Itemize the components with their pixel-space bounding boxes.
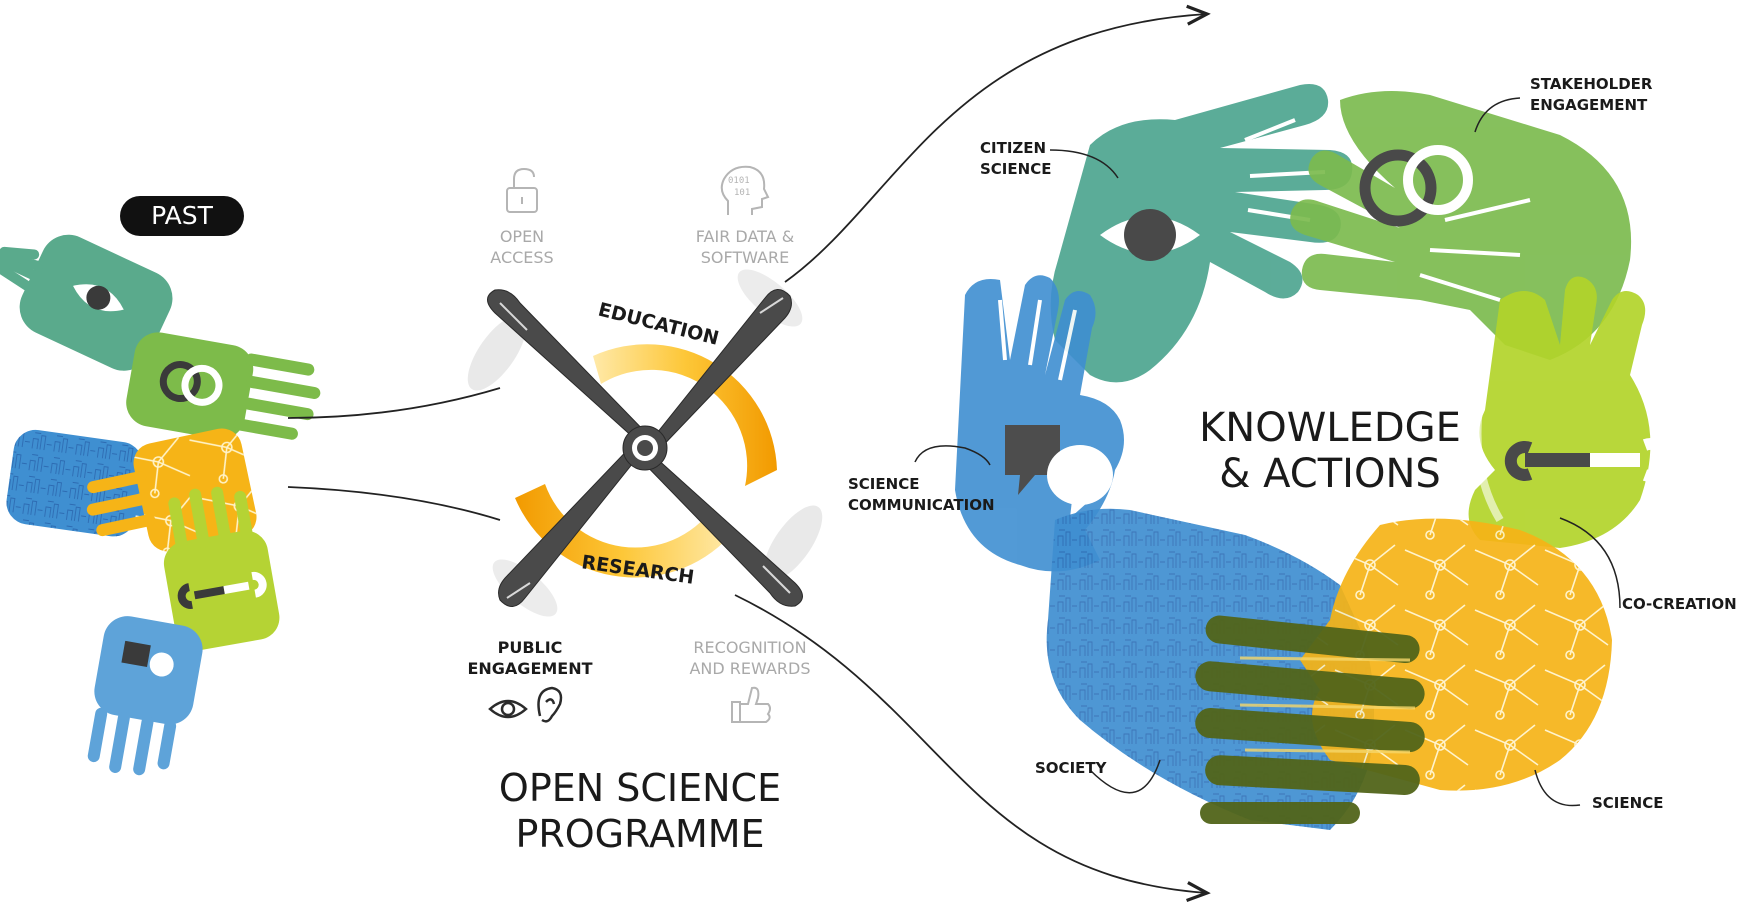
label-citizen-science: CITIZEN SCIENCE [980, 139, 1052, 178]
center-title: KNOWLEDGE & ACTIONS [1199, 405, 1461, 497]
connector-bottom [287, 486, 501, 521]
pillar-recognition: RECOGNITION AND REWARDS [689, 638, 811, 678]
svg-text:101: 101 [734, 188, 750, 198]
past-hand-stakeholder [126, 332, 321, 440]
hand-co-creation [1468, 276, 1673, 548]
hand-citizen-science [1050, 84, 1353, 383]
propeller: EDUCATION RESEARCH [467, 269, 823, 617]
arrow-bottom [734, 594, 1207, 893]
label-stakeholder: STAKEHOLDER ENGAGEMENT [1530, 75, 1653, 114]
handshake-overlap [1195, 615, 1425, 824]
head-binary-icon: 0101 101 [720, 165, 770, 215]
past-badge: PAST [120, 196, 244, 236]
research-band [515, 484, 730, 578]
unlock-icon [506, 167, 538, 213]
arrow-top [784, 14, 1207, 283]
ear-icon [537, 686, 563, 723]
hands-circle [955, 84, 1673, 830]
label-science-communication: SCIENCE COMMUNICATION [848, 475, 995, 514]
past-hand-citizen [0, 234, 173, 371]
hand-stakeholder [1290, 91, 1632, 360]
programme-title: OPEN SCIENCE PROGRAMME [498, 766, 782, 856]
connector-top [287, 387, 501, 419]
callout-lines [914, 97, 1621, 807]
pillar-fair-data: FAIR DATA & SOFTWARE [695, 227, 795, 267]
hand-science-communication [955, 275, 1124, 572]
past-hand-communication [87, 616, 203, 776]
label-society: SOCIETY [1035, 759, 1107, 777]
education-band [593, 344, 777, 487]
pillar-open-access: OPEN ACCESS [490, 227, 554, 267]
eye-icon-small [488, 699, 528, 719]
label-science: SCIENCE [1592, 794, 1664, 812]
past-hand-co-creation [163, 486, 280, 651]
past-hands [0, 234, 321, 776]
education-label: EDUCATION [596, 299, 721, 350]
thumbs-up-icon [731, 686, 771, 723]
pillar-public-engagement: PUBLIC ENGAGEMENT [467, 638, 593, 678]
svg-text:0101: 0101 [728, 176, 750, 186]
label-co-creation: CO-CREATION [1622, 595, 1737, 613]
